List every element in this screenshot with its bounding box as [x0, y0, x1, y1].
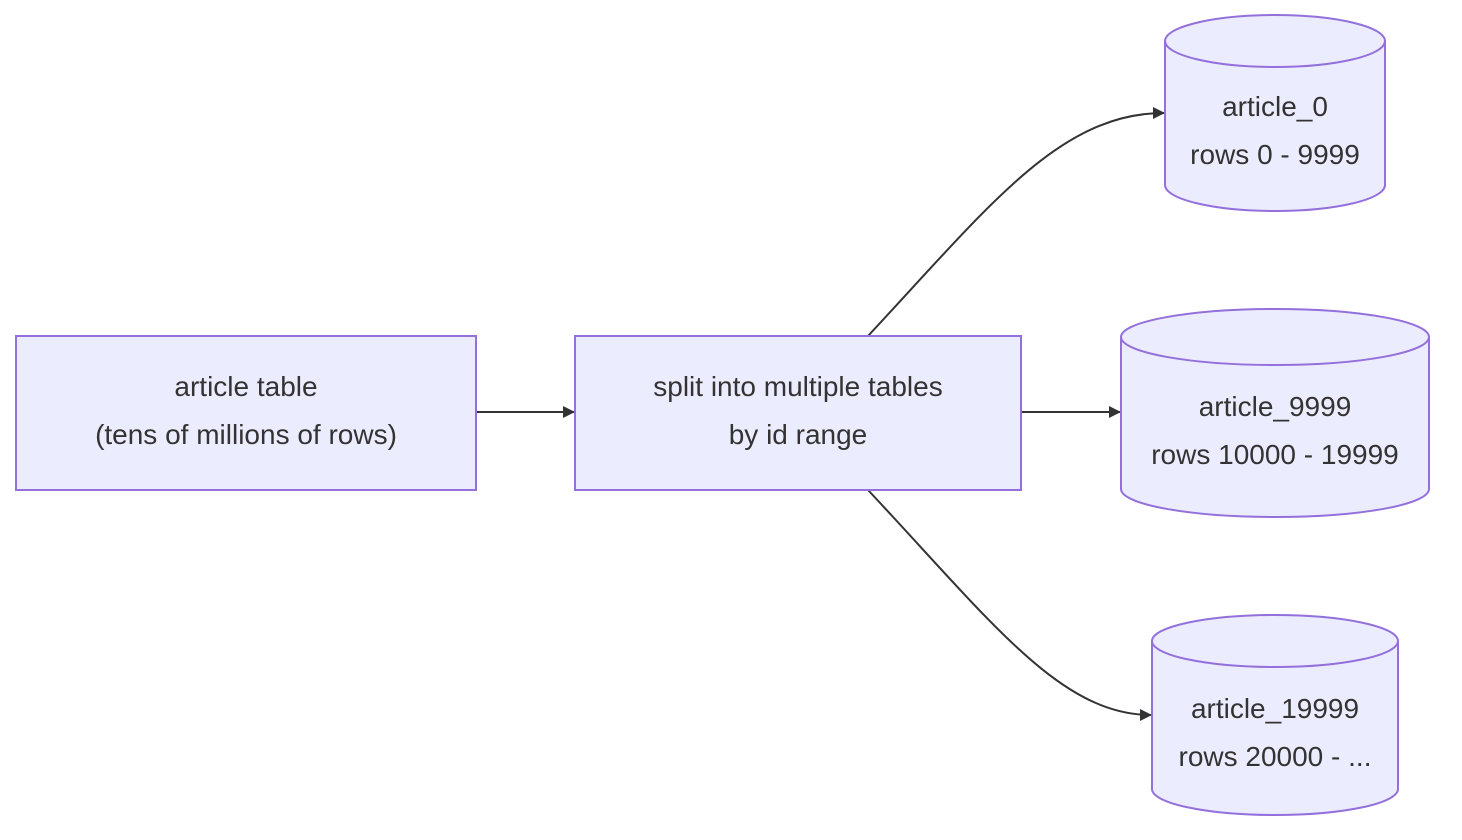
node-article-table-box — [15, 335, 477, 491]
article-9999-label-line1: article_9999 — [1199, 391, 1352, 422]
node-split-label-line2: by id range — [729, 419, 868, 450]
article-0-label-line1: article_0 — [1222, 91, 1328, 122]
node-split-box — [574, 335, 1022, 491]
edge-split-to-article-19999 — [867, 489, 1152, 721]
article-19999-cylinder-top — [1151, 614, 1399, 668]
node-article-table[interactable]: article table (tens of millions of rows) — [15, 335, 477, 491]
node-split-by-id-range[interactable]: split into multiple tables by id range — [574, 335, 1022, 491]
node-article-table-label-line2: (tens of millions of rows) — [95, 419, 397, 450]
node-article-19999-database[interactable]: article_19999 rows 20000 - ... — [1151, 614, 1399, 816]
article-19999-label-line2: rows 20000 - ... — [1179, 741, 1372, 772]
article-19999-label-line1: article_19999 — [1191, 693, 1359, 724]
article-9999-label-line2: rows 10000 - 19999 — [1151, 439, 1399, 470]
node-article-0-database[interactable]: article_0 rows 0 - 9999 — [1164, 14, 1386, 212]
node-article-table-label-line1: article table — [174, 371, 317, 402]
article-9999-cylinder-body — [1120, 337, 1430, 518]
article-19999-cylinder-body — [1151, 641, 1399, 816]
edge-split-to-article-0 — [867, 107, 1165, 337]
node-split-label-line1: split into multiple tables — [653, 371, 942, 402]
article-0-label-line2: rows 0 - 9999 — [1190, 139, 1360, 170]
article-0-cylinder-body — [1164, 41, 1386, 212]
edges — [477, 107, 1165, 721]
node-article-9999-database[interactable]: article_9999 rows 10000 - 19999 — [1120, 308, 1430, 518]
article-0-cylinder-top — [1164, 14, 1386, 68]
article-9999-cylinder-top — [1120, 308, 1430, 366]
